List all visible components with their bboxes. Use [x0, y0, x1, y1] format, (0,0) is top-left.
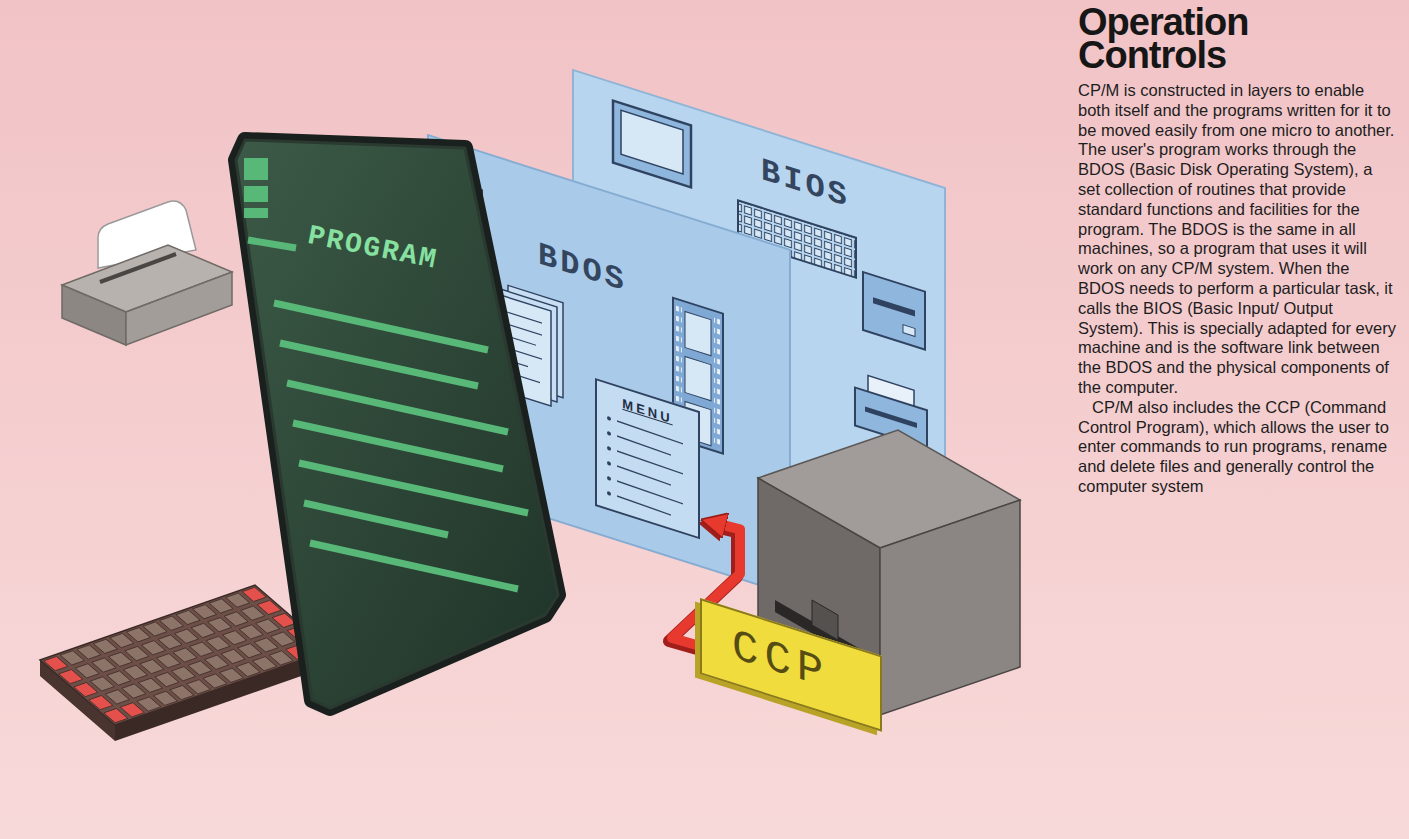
monitor-icon-screen	[621, 110, 683, 174]
menu-entry-line	[617, 481, 683, 504]
node-label: BDOS	[538, 236, 627, 301]
printer-icon-slot	[865, 407, 917, 428]
keyboard-keys	[44, 587, 326, 722]
screen-block	[244, 186, 268, 202]
film-strip-holes	[714, 314, 720, 450]
drive-icon-light	[903, 325, 915, 337]
printer-slot	[100, 254, 176, 282]
menu-document: MENU	[595, 378, 700, 539]
program-screen: PROGRAM	[228, 128, 563, 713]
monitor-icon	[613, 101, 691, 188]
menu-entry-line	[617, 466, 671, 485]
caption-text: CP/M is constructed in layers to enable …	[1078, 81, 1396, 398]
menu-bullet	[607, 446, 611, 451]
screen-text-line	[248, 240, 296, 248]
printer-side	[62, 285, 126, 345]
printer-front	[126, 272, 232, 345]
keyboard-key	[257, 600, 281, 614]
drive-side	[880, 500, 1020, 715]
keyboard-key	[242, 587, 266, 601]
menu-entry-line	[617, 421, 683, 444]
menu-bullet	[607, 431, 611, 436]
note-text: CP/M also includes the CCP (Command Cont…	[1078, 398, 1396, 497]
sidebar: Operation ControlsCP/M is constructed in…	[1078, 6, 1396, 497]
menu-bullet	[607, 491, 611, 496]
screen-text-line	[293, 423, 503, 469]
menu-entry-line	[617, 496, 671, 515]
film-frame	[685, 357, 711, 401]
screen-text-line	[299, 463, 528, 513]
keyboard	[40, 585, 330, 741]
screen-block	[244, 208, 268, 218]
title: Operation Controls	[1078, 6, 1396, 72]
screen-text-line	[304, 503, 448, 535]
monitor-screen	[236, 140, 558, 708]
monitor-screen-art	[228, 128, 563, 713]
screen-text-line	[287, 383, 508, 432]
menu-bullet	[607, 476, 611, 481]
node-label: BIOS	[761, 152, 850, 217]
menu-entry-line	[617, 451, 683, 474]
screen-text-line	[310, 543, 518, 589]
printer	[62, 201, 232, 345]
drive-icon-slot	[873, 297, 915, 316]
screen-text-line	[274, 303, 488, 350]
screen-block	[244, 158, 268, 180]
node-label: MENU	[622, 396, 672, 428]
film-frame	[685, 312, 711, 356]
menu-entry-line	[617, 436, 671, 455]
node-label: CCP	[732, 620, 829, 701]
monitor-bezel	[236, 140, 558, 708]
drive-icon	[863, 272, 925, 350]
screen-text-line	[280, 343, 478, 386]
menu-bullet	[607, 416, 611, 421]
menu-bullet	[607, 461, 611, 466]
keyboard-base	[40, 585, 330, 725]
ccp-plate: CCP	[700, 598, 882, 732]
